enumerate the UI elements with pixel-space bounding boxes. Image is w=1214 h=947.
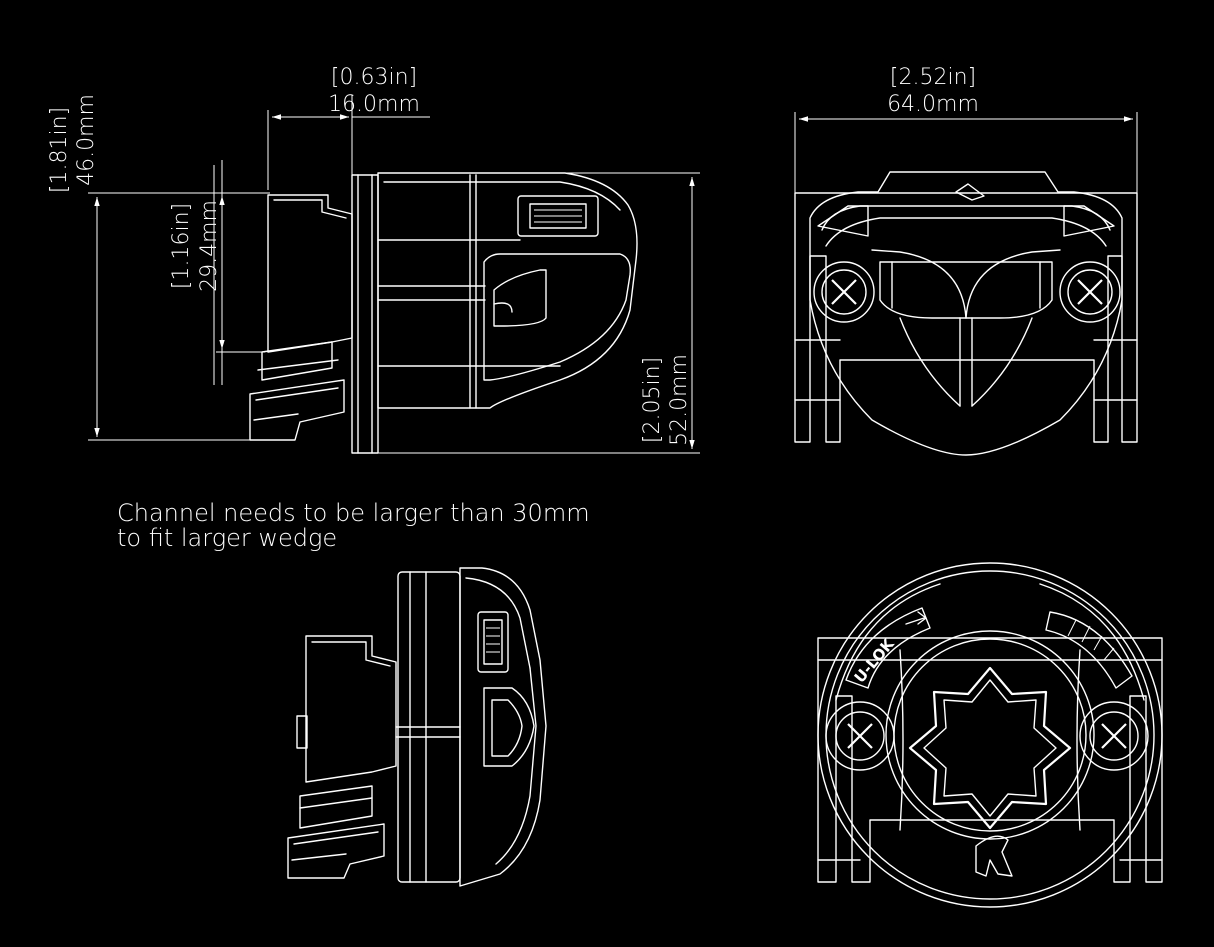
note-line-1: Channel needs to be larger than 30mm <box>117 499 590 527</box>
star-key-icon <box>908 666 1072 830</box>
top-view: U-LOK <box>817 562 1163 908</box>
wedge-height-mm-label: 29.4mm <box>197 200 222 292</box>
side-view: [0.63in] 16.0mm [1.81in] 46.0mm [1.16in]… <box>47 65 700 454</box>
top-screw-left <box>825 701 895 771</box>
front-screw-left <box>813 261 875 323</box>
side-body <box>351 172 638 454</box>
body-height-dimension: [2.05in] 52.0mm <box>378 172 700 454</box>
overall-height-in-label: [1.81in] <box>47 107 72 193</box>
width-mm-label: 64.0mm <box>887 92 979 117</box>
wedge-height-dimension: [1.16in] 29.4mm <box>169 160 270 385</box>
depth-mm-label: 16.0mm <box>328 92 420 117</box>
brand-badge: U-LOK <box>845 607 931 689</box>
side-view-large-wedge <box>287 567 547 887</box>
note-line-2: to fit larger wedge <box>117 524 337 552</box>
body-height-in-label: [2.05in] <box>640 357 665 443</box>
side-wedge <box>249 194 353 441</box>
depth-in-label: [0.63in] <box>331 65 417 90</box>
front-view: [2.52in] 64.0mm <box>794 65 1138 456</box>
overall-height-mm-label: 46.0mm <box>74 94 99 186</box>
width-in-label: [2.52in] <box>890 65 976 90</box>
wedge-height-in-label: [1.16in] <box>169 203 194 289</box>
front-screw-right <box>1059 261 1121 323</box>
width-dimension: [2.52in] 64.0mm <box>794 65 1138 200</box>
depth-dimension: [0.63in] 16.0mm <box>267 65 430 190</box>
logo-mark-icon <box>975 835 1013 877</box>
overall-height-dimension: [1.81in] 46.0mm <box>47 94 270 441</box>
top-screw-right <box>1079 701 1149 771</box>
body-height-mm-label: 52.0mm <box>667 354 692 446</box>
